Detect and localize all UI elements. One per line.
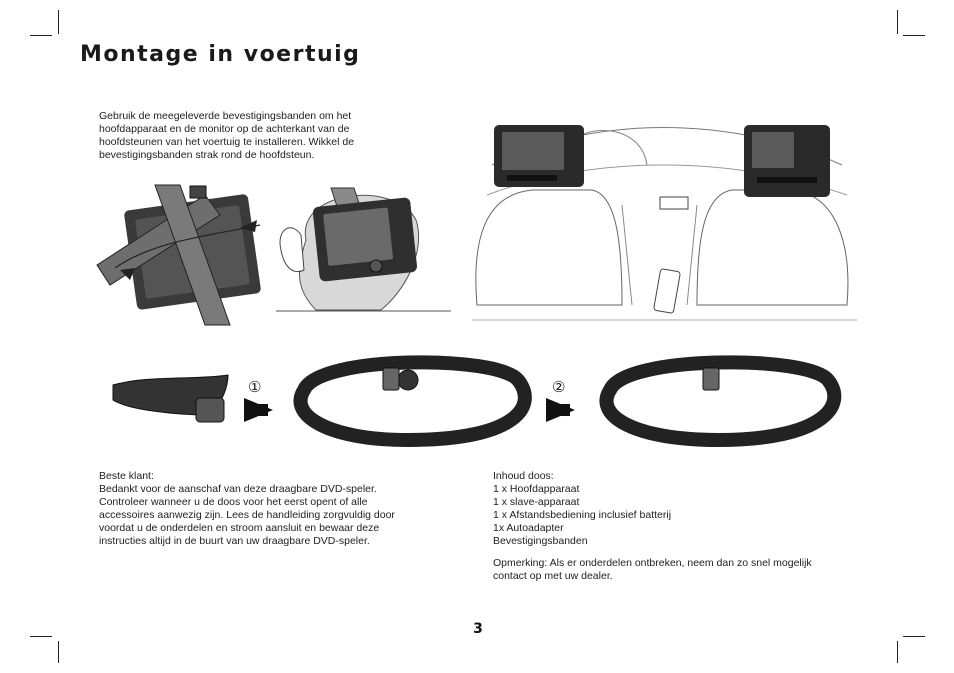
box-contents-item: 1x Autoadapter	[493, 522, 564, 534]
car-interior-illustration	[472, 125, 857, 321]
crop-mark	[903, 636, 925, 637]
greeting-line: accessoires aanwezig zijn. Lees de handl…	[99, 509, 395, 521]
greeting-line: Beste klant:	[99, 470, 154, 482]
box-contents-heading: Inhoud doos:	[493, 470, 554, 482]
note-line: contact op met uw dealer.	[493, 570, 613, 582]
box-contents-item: 1 x Hoofdapparaat	[493, 483, 580, 495]
intro-line: Gebruik de meegeleverde bevestigingsband…	[99, 110, 352, 122]
step-1-label: ①	[248, 378, 261, 396]
greeting-line: instructies altijd in de buurt van uw dr…	[99, 535, 370, 547]
intro-line: hoofdsteunen van het voertuig te install…	[99, 136, 355, 148]
crop-mark	[903, 35, 925, 36]
intro-paragraph: Gebruik de meegeleverde bevestigingsband…	[99, 110, 419, 162]
intro-line: bevestigingsbanden strak rond de hoofdst…	[99, 149, 315, 161]
crop-mark	[58, 10, 59, 34]
step-2-label: ②	[552, 378, 565, 396]
note-line: Opmerking: Als er onderdelen ontbreken, …	[493, 557, 812, 569]
strap-steps-illustration: ① ②	[112, 355, 842, 448]
page-title: Montage in voertuig	[80, 42, 361, 67]
box-contents-list: Inhoud doos: 1 x Hoofdapparaat 1 x slave…	[493, 470, 873, 548]
box-contents-item: 1 x slave-apparaat	[493, 496, 580, 508]
crop-mark	[58, 641, 59, 663]
greeting-paragraph: Beste klant: Bedankt voor de aanschaf va…	[99, 470, 459, 548]
box-contents-item: 1 x Afstandsbediening inclusief batterij	[493, 509, 672, 521]
greeting-line: voordat u de onderdelen en stroom aanslu…	[99, 522, 380, 534]
crop-mark	[897, 10, 898, 34]
box-contents-item: Bevestigingsbanden	[493, 535, 588, 547]
page-number: 3	[473, 621, 483, 637]
crop-mark	[30, 35, 52, 36]
crop-mark	[30, 636, 52, 637]
crop-mark	[897, 641, 898, 663]
headrest-monitor-illustration	[276, 187, 451, 312]
intro-line: hoofdapparaat en de monitor op de achter…	[99, 123, 350, 135]
greeting-line: Controleer wanneer u de doos voor het ee…	[99, 496, 368, 508]
greeting-line: Bedankt voor de aanschaf van deze draagb…	[99, 483, 377, 495]
note-paragraph: Opmerking: Als er onderdelen ontbreken, …	[493, 557, 873, 583]
strapped-unit-illustration	[96, 184, 261, 326]
